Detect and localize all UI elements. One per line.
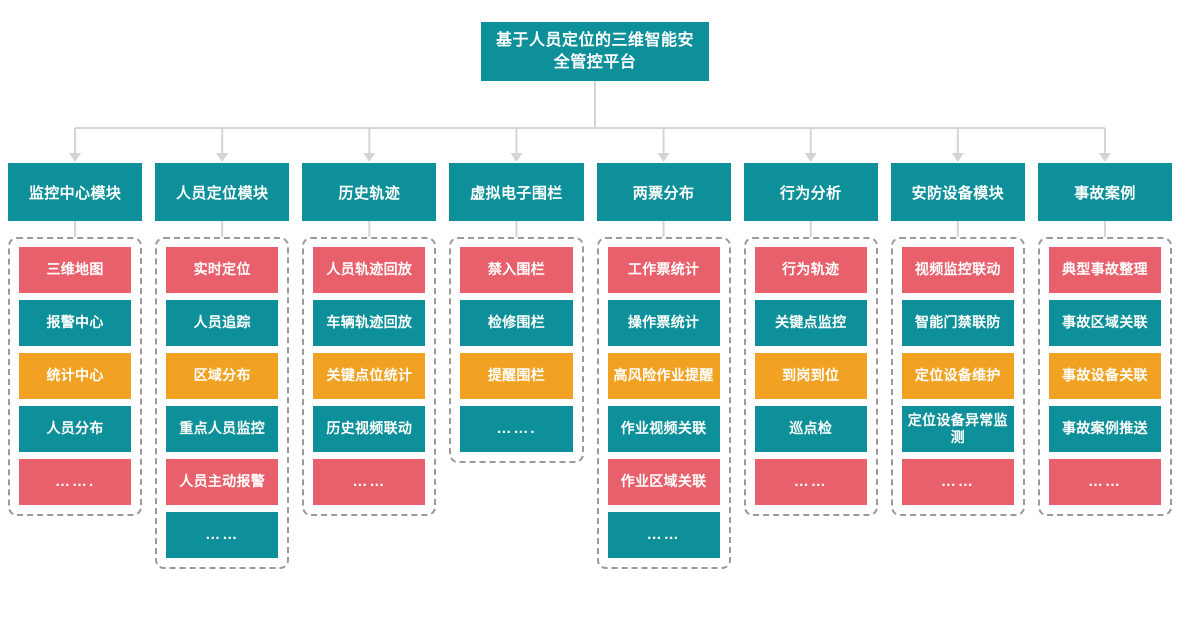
column-item-group: 人员轨迹回放车辆轨迹回放关键点位统计历史视频联动 …… [302, 237, 437, 516]
module-item-more[interactable]: …… [313, 459, 426, 505]
column-item-group: 行为轨迹关键点监控到岗到位巡点检 …… [743, 237, 878, 516]
module-item[interactable]: 人员分布 [19, 406, 132, 452]
module-columns: 监控中心模块三维地图报警中心统计中心人员分布 ……. 人员定位模块实时定位人员追踪区… [0, 163, 1180, 569]
module-item[interactable]: 定位设备维护 [901, 353, 1014, 399]
module-item[interactable]: 定位设备异常监测 [901, 406, 1014, 452]
module-column: 安防设备模块视频监控联动智能门禁联防定位设备维护定位设备异常监测 …… [890, 163, 1025, 516]
module-item[interactable]: 历史视频联动 [313, 406, 426, 452]
column-item-group: 三维地图报警中心统计中心人员分布 ……. [8, 237, 143, 516]
module-item[interactable]: 关键点监控 [754, 300, 867, 346]
platform-title: 基于人员定位的三维智能安全管控平台 [481, 22, 709, 81]
module-item[interactable]: 事故区域关联 [1048, 300, 1161, 346]
module-item[interactable]: 三维地图 [19, 247, 132, 293]
module-item-more[interactable]: …… [607, 512, 720, 558]
column-header-3[interactable]: 历史轨迹 [302, 163, 437, 221]
column-header-6[interactable]: 行为分析 [743, 163, 878, 221]
module-item[interactable]: 重点人员监控 [166, 406, 279, 452]
module-item[interactable]: 实时定位 [166, 247, 279, 293]
module-item[interactable]: 智能门禁联防 [901, 300, 1014, 346]
module-column: 行为分析行为轨迹关键点监控到岗到位巡点检 …… [743, 163, 878, 516]
column-item-group: 视频监控联动智能门禁联防定位设备维护定位设备异常监测 …… [890, 237, 1025, 516]
column-item-group: 实时定位人员追踪区域分布重点人员监控人员主动报警 …… [155, 237, 290, 569]
module-item-more[interactable]: …… [901, 459, 1014, 505]
module-item[interactable]: 报警中心 [19, 300, 132, 346]
module-item[interactable]: 典型事故整理 [1048, 247, 1161, 293]
module-column: 事故案例典型事故整理事故区域关联事故设备关联事故案例推送 …… [1037, 163, 1172, 516]
module-item-more[interactable]: ……. [19, 459, 132, 505]
module-item[interactable]: 作业视频关联 [607, 406, 720, 452]
module-item[interactable]: 禁入围栏 [460, 247, 573, 293]
module-column: 两票分布工作票统计操作票统计高风险作业提醒作业视频关联作业区域关联 …… [596, 163, 731, 569]
module-item[interactable]: 车辆轨迹回放 [313, 300, 426, 346]
module-item[interactable]: 检修围栏 [460, 300, 573, 346]
module-item[interactable]: 区域分布 [166, 353, 279, 399]
module-item[interactable]: 操作票统计 [607, 300, 720, 346]
module-item[interactable]: 事故案例推送 [1048, 406, 1161, 452]
module-item-more[interactable]: ……. [460, 406, 573, 452]
module-column: 虚拟电子围栏禁入围栏检修围栏提醒围栏 ……. [449, 163, 584, 463]
module-item[interactable]: 视频监控联动 [901, 247, 1014, 293]
module-item[interactable]: 工作票统计 [607, 247, 720, 293]
module-item[interactable]: 关键点位统计 [313, 353, 426, 399]
module-item[interactable]: 行为轨迹 [754, 247, 867, 293]
module-item[interactable]: 人员追踪 [166, 300, 279, 346]
column-item-group: 禁入围栏检修围栏提醒围栏 ……. [449, 237, 584, 463]
module-item[interactable]: 统计中心 [19, 353, 132, 399]
column-item-group: 典型事故整理事故区域关联事故设备关联事故案例推送 …… [1037, 237, 1172, 516]
module-column: 监控中心模块三维地图报警中心统计中心人员分布 ……. [8, 163, 143, 516]
module-item[interactable]: 提醒围栏 [460, 353, 573, 399]
module-item[interactable]: 人员轨迹回放 [313, 247, 426, 293]
module-item-more[interactable]: …… [166, 512, 279, 558]
module-item[interactable]: 作业区域关联 [607, 459, 720, 505]
column-header-1[interactable]: 监控中心模块 [8, 163, 143, 221]
module-item[interactable]: 到岗到位 [754, 353, 867, 399]
module-item[interactable]: 高风险作业提醒 [607, 353, 720, 399]
module-item[interactable]: 巡点检 [754, 406, 867, 452]
module-item-more[interactable]: …… [1048, 459, 1161, 505]
module-column: 历史轨迹人员轨迹回放车辆轨迹回放关键点位统计历史视频联动 …… [302, 163, 437, 516]
module-column: 人员定位模块实时定位人员追踪区域分布重点人员监控人员主动报警 …… [155, 163, 290, 569]
column-item-group: 工作票统计操作票统计高风险作业提醒作业视频关联作业区域关联 …… [596, 237, 731, 569]
module-item[interactable]: 事故设备关联 [1048, 353, 1161, 399]
column-header-5[interactable]: 两票分布 [596, 163, 731, 221]
module-item-more[interactable]: …… [754, 459, 867, 505]
module-item[interactable]: 人员主动报警 [166, 459, 279, 505]
column-header-7[interactable]: 安防设备模块 [890, 163, 1025, 221]
column-header-8[interactable]: 事故案例 [1037, 163, 1172, 221]
column-header-4[interactable]: 虚拟电子围栏 [449, 163, 584, 221]
column-header-2[interactable]: 人员定位模块 [155, 163, 290, 221]
